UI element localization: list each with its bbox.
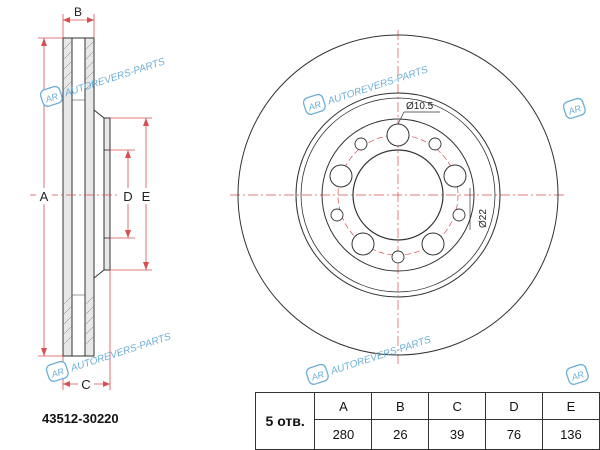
watermark-3: AR (562, 97, 586, 119)
col-header-d: D (485, 391, 543, 421)
watermark-text: AUTOREVERS-PARTS (63, 56, 167, 99)
hub-flange-edge (321, 118, 475, 272)
bolt-hole (386, 123, 410, 147)
bolt-hole (421, 232, 445, 256)
table-row: 280 26 39 76 136 (256, 419, 600, 450)
value-d: 76 (485, 419, 543, 450)
col-header-e: E (541, 391, 600, 421)
hole-count: 5 отв. (254, 392, 316, 450)
bolt-hole (351, 232, 375, 256)
friction-ring-inner-edge (295, 92, 501, 298)
pin-hole (428, 137, 442, 151)
hole-diameter-label: Ø10.5 (406, 101, 434, 112)
side-plate-left (62, 37, 73, 357)
dim-label-c: C (81, 377, 90, 392)
hub-hat (93, 109, 105, 279)
bolt-hole (329, 164, 353, 188)
watermark-logo: AR (49, 366, 65, 380)
watermark-text: AUTOREVERS-PARTS (69, 331, 173, 374)
dim-label-b: B (74, 5, 82, 19)
pin-hole (330, 208, 344, 222)
value-a: 280 (314, 419, 373, 450)
part-number: 43512-30220 (42, 411, 119, 426)
side-view (30, 37, 150, 357)
hub-flange (103, 117, 111, 271)
watermark-6: AR (565, 363, 589, 385)
dim-label-a: A (40, 189, 49, 204)
watermark-logo: AR (569, 369, 585, 383)
value-b: 26 (371, 419, 430, 450)
watermark-5: AR AUTOREVERS-PARTS (305, 334, 433, 385)
dim-label-d: D (123, 189, 132, 204)
side-plate-right (84, 37, 95, 357)
hat-outer-edge (300, 97, 496, 293)
watermark-logo: AR (306, 99, 322, 113)
pin-hole (354, 137, 368, 151)
watermark-logo: AR (566, 103, 582, 117)
col-header-c: C (428, 391, 487, 421)
table-row: 5 отв. A B C D E (254, 391, 600, 450)
center-bore (352, 149, 444, 241)
center-bore-label: Ø22 (478, 209, 489, 228)
watermark-logo: AR (309, 369, 325, 383)
watermark-logo: AR (43, 91, 59, 105)
col-header-b: B (371, 391, 430, 421)
col-header-a: A (314, 391, 373, 421)
dimension-arrows (41, 17, 149, 387)
disc-outer-edge (237, 34, 559, 356)
pin-hole (452, 208, 466, 222)
dim-label-e: E (142, 189, 151, 204)
pin-hole (391, 250, 405, 264)
value-c: 39 (428, 419, 487, 450)
watermark-text: AUTOREVERS-PARTS (329, 334, 433, 377)
section-hatching (62, 40, 95, 346)
front-view: Ø10.5 Ø22 (230, 30, 565, 365)
watermark-1: AR AUTOREVERS-PARTS (39, 56, 167, 107)
value-e: 136 (541, 419, 600, 450)
specs-table: 5 отв. A B C D E 280 26 39 76 136 (254, 391, 600, 450)
bolt-hole (443, 164, 467, 188)
